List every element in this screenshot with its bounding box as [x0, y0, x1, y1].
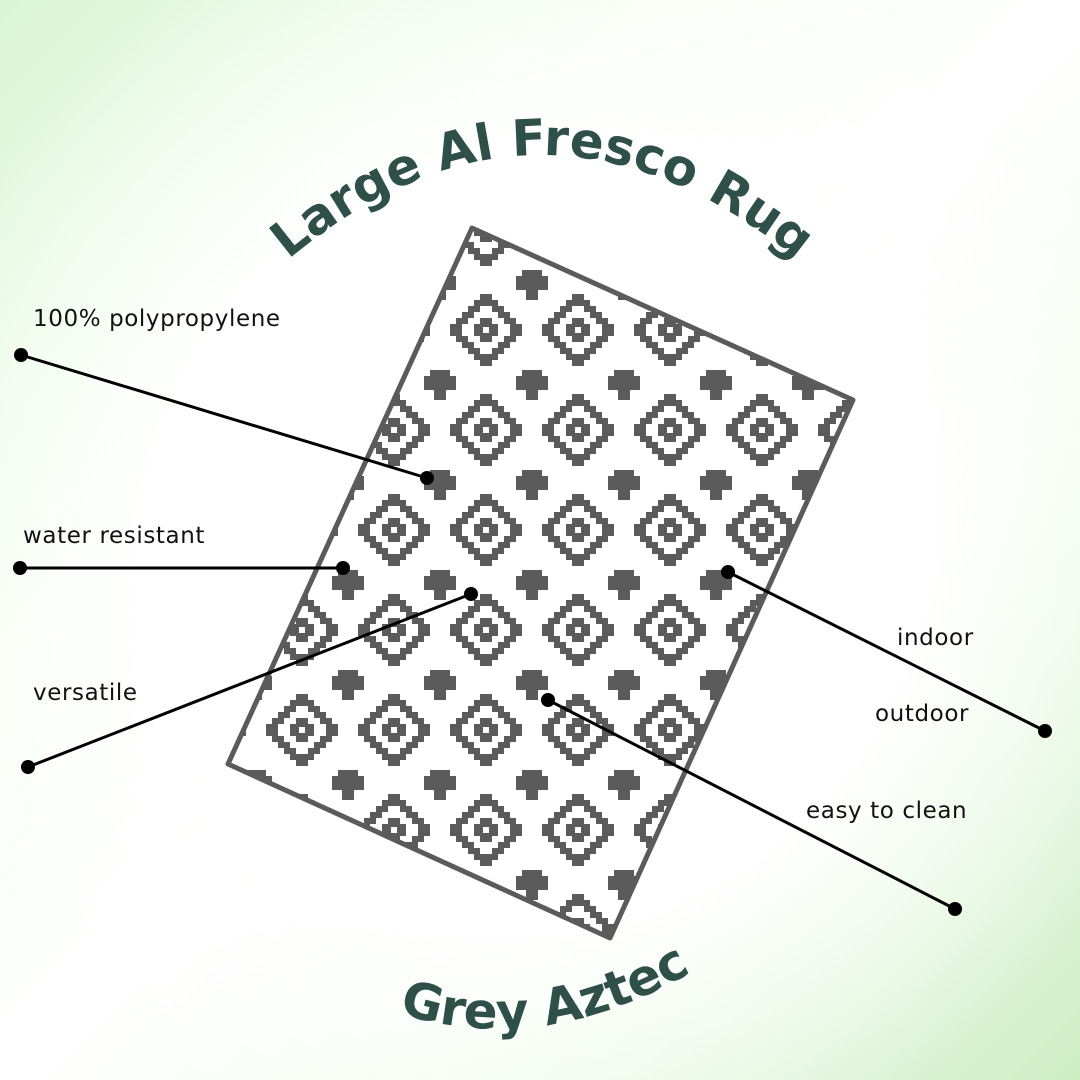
feature-label-easy-to-clean: easy to clean [806, 798, 968, 824]
feature-label-water-resistant: water resistant [23, 523, 206, 549]
callout-line-versatile [27, 592, 472, 769]
product-title: Large Al Fresco Rug [259, 109, 825, 269]
callout-lines [13, 348, 1052, 916]
feature-label-indoor: indoor [897, 625, 974, 651]
feature-label-polypropylene: 100% polypropylene [33, 306, 281, 332]
callout-line-polypropylene [20, 353, 428, 480]
callout-line-easy-to-clean [547, 698, 956, 911]
feature-label-outdoor: outdoor [875, 701, 970, 727]
callout-line-indoor-outdoor [727, 570, 1046, 733]
product-subtitle: Grey Aztec [396, 932, 698, 1041]
feature-label-versatile: versatile [33, 680, 138, 706]
rug-image [225, 225, 856, 941]
